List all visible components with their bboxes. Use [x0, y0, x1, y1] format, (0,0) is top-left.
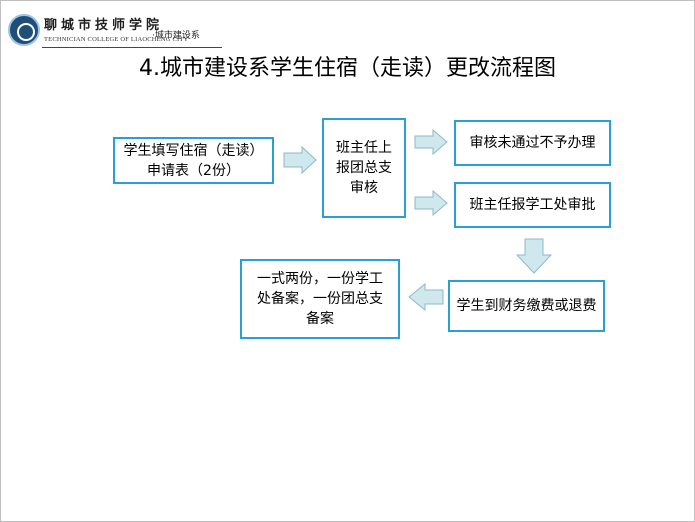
node-filing: 一式两份，一份学工处备案，一份团总支备案: [240, 259, 400, 339]
node-apply-text: 学生填写住宿（走读）申请表（2份）: [123, 142, 264, 179]
arrow-right-icon: [283, 146, 317, 174]
school-name: 聊城市技师学院: [44, 18, 164, 33]
school-logo-icon: [8, 14, 40, 46]
node-payment: 学生到财务缴费或退费: [448, 280, 605, 332]
department-name: ·城市建设系: [152, 31, 200, 41]
node-approve: 班主任报学工处审批: [454, 182, 611, 228]
node-reject: 审核未通过不予办理: [454, 120, 611, 166]
header-divider: [42, 47, 222, 48]
arrow-right-icon: [414, 129, 448, 155]
arrow-left-icon: [408, 283, 444, 311]
node-payment-text: 学生到财务缴费或退费: [456, 298, 597, 314]
node-approve-text: 班主任报学工处审批: [469, 197, 596, 213]
node-apply: 学生填写住宿（走读）申请表（2份）: [113, 137, 274, 184]
school-name-en: TECHNICIAN COLLEGE OF LIAOCHENG CITY: [44, 36, 189, 43]
node-reject-text: 审核未通过不予办理: [469, 135, 596, 151]
page-title: 4.城市建设系学生住宿（走读）更改流程图: [139, 56, 556, 81]
school-header: 聊城市技师学院 ·城市建设系 TECHNICIAN COLLEGE OF LIA…: [4, 10, 244, 54]
arrow-down-icon: [516, 238, 552, 274]
node-teacher-report: 班主任上报团总支审核: [322, 118, 406, 218]
arrow-right-icon: [414, 190, 448, 216]
node-filing-text: 一式两份，一份学工处备案，一份团总支备案: [257, 271, 383, 327]
node-teacher-report-text: 班主任上报团总支审核: [336, 140, 392, 196]
